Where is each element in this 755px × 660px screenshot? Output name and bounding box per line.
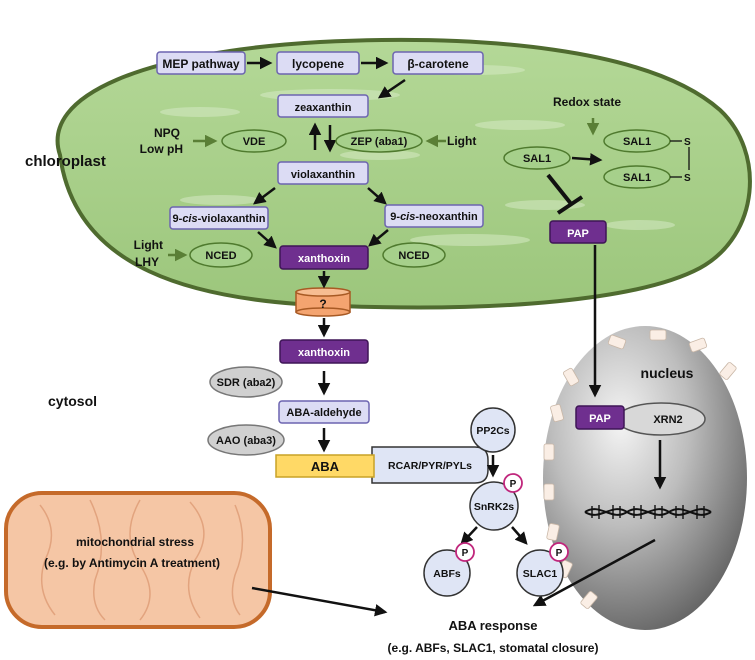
mitochondrion-organelle: [4, 491, 272, 629]
sal1-enzyme: SAL1: [503, 146, 571, 170]
sal1-bottom-enzyme: SAL1: [603, 165, 671, 189]
phospho-badge-slac1: P: [549, 542, 569, 562]
phospho-badge-snrk2s: P: [503, 473, 523, 493]
nucleus-label: nucleus: [641, 365, 694, 381]
cis-neoxanthin-box: 9-cis-neoxanthin: [384, 204, 484, 228]
arrow-cis-violax-to-xanthoxin: [257, 231, 277, 249]
svg-text:PAP: PAP: [589, 413, 611, 425]
arrow-violax-to-cis-neox: [367, 187, 387, 205]
mito-treatment-label: (e.g. by Antimycin A treatment): [44, 556, 220, 570]
svg-text:9-cis-violaxanthin: 9-cis-violaxanthin: [173, 213, 266, 225]
svg-text:SAL1: SAL1: [623, 172, 651, 184]
arrow-nucleus-to-response: [532, 538, 656, 607]
svg-text:violaxanthin: violaxanthin: [291, 169, 355, 181]
svg-text:P: P: [510, 479, 517, 490]
svg-text:PAP: PAP: [567, 228, 589, 240]
svg-text:PP2Cs: PP2Cs: [476, 425, 509, 437]
svg-text:SDR (aba2): SDR (aba2): [217, 377, 276, 389]
svg-text:P: P: [556, 548, 563, 559]
mep-pathway-box: MEP pathway: [156, 51, 246, 75]
svg-text:NCED: NCED: [205, 250, 236, 262]
svg-text:RCAR/PYR/PYLs: RCAR/PYR/PYLs: [388, 460, 472, 472]
svg-text:xanthoxin: xanthoxin: [298, 347, 350, 359]
xrn2-enzyme: XRN2: [616, 402, 706, 436]
svg-text:ABFs: ABFs: [433, 568, 461, 580]
svg-text:P: P: [462, 548, 469, 559]
svg-text:SLAC1: SLAC1: [523, 568, 558, 580]
sal1-top-enzyme: SAL1: [603, 129, 671, 153]
redox-state-label: Redox state: [553, 95, 621, 109]
violaxanthin-box: violaxanthin: [277, 161, 369, 185]
arrow-bcarotene-to-zeaxanthin: [377, 78, 406, 99]
sdr-enzyme: SDR (aba2): [209, 366, 283, 398]
arrow-snrk2s-to-slac1: [511, 526, 528, 545]
npq-label: NPQ: [154, 126, 180, 140]
xanthoxin-cytosol-box: xanthoxin: [279, 339, 369, 364]
inhibition-sal1-pap: [546, 173, 574, 207]
svg-text:XRN2: XRN2: [653, 414, 682, 426]
mito-stress-label: mitochondrial stress: [76, 535, 194, 549]
light-nced-label: Light: [134, 238, 163, 252]
slac1-node: SLAC1: [516, 549, 564, 597]
svg-text:SAL1: SAL1: [623, 136, 651, 148]
svg-text:9-cis-neoxanthin: 9-cis-neoxanthin: [390, 211, 478, 223]
arrow-cis-neox-to-xanthoxin: [368, 229, 389, 247]
aba-aldehyde-box: ABA-aldehyde: [278, 400, 370, 424]
aao-enzyme: AAO (aba3): [207, 424, 285, 456]
beta-carotene-box: β-carotene: [392, 51, 484, 75]
nced-enzyme-left: NCED: [189, 242, 253, 268]
arrow-violax-to-cis-violax: [253, 187, 276, 205]
zep-enzyme: ZEP (aba1): [335, 129, 423, 153]
svg-text:zeaxanthin: zeaxanthin: [295, 102, 352, 114]
svg-text:xanthoxin: xanthoxin: [298, 253, 350, 265]
nucleus-organelle: [543, 326, 747, 630]
aba-box: ABA: [275, 454, 375, 478]
lycopene-box: lycopene: [276, 51, 360, 75]
svg-text:SAL1: SAL1: [523, 153, 551, 165]
svg-text:SnRK2s: SnRK2s: [474, 501, 514, 513]
svg-text:S: S: [684, 137, 691, 148]
dna-helix-icon: [584, 505, 712, 519]
nced-enzyme-right: NCED: [382, 242, 446, 268]
abfs-node: ABFs: [423, 549, 471, 597]
svg-text:VDE: VDE: [243, 136, 266, 148]
vde-enzyme: VDE: [221, 129, 287, 153]
arrow-snrk2s-to-abfs: [460, 526, 478, 545]
pap-chloroplast-box: PAP: [549, 220, 607, 244]
phospho-badge-abfs: P: [455, 542, 475, 562]
cristae: [39, 499, 244, 621]
disulfide-bridge: S S: [670, 137, 691, 184]
svg-text:β-carotene: β-carotene: [407, 57, 469, 71]
svg-text:MEP pathway: MEP pathway: [162, 57, 239, 71]
arrow-sal1-oxidation: [571, 153, 603, 166]
svg-text:?: ?: [319, 297, 326, 311]
svg-text:AAO (aba3): AAO (aba3): [216, 435, 276, 447]
nuclear-pores: [543, 329, 737, 609]
arrow-mito-to-response: [251, 586, 388, 617]
pap-nucleus-box: PAP: [575, 405, 625, 430]
svg-text:lycopene: lycopene: [292, 57, 344, 71]
receptor-complex: RCAR/PYR/PYLs: [371, 446, 489, 484]
cis-violaxanthin-box: 9-cis-violaxanthin: [169, 206, 269, 230]
aba-response-detail: (e.g. ABFs, SLAC1, stomatal closure): [388, 641, 599, 655]
svg-text:NCED: NCED: [398, 250, 429, 262]
transporter-icon: ?: [295, 287, 351, 317]
svg-text:ABA: ABA: [311, 459, 340, 474]
aba-response-title: ABA response: [448, 618, 537, 633]
svg-text:S: S: [684, 173, 691, 184]
chloroplast-label: chloroplast: [25, 153, 106, 170]
light-zep-label: Light: [447, 134, 476, 148]
pp2cs-node: PP2Cs: [470, 407, 516, 453]
snrk2s-node: SnRK2s: [469, 481, 519, 531]
inhibition-bar: [556, 195, 584, 215]
svg-text:ZEP (aba1): ZEP (aba1): [351, 136, 408, 148]
zeaxanthin-box: zeaxanthin: [277, 94, 369, 118]
svg-text:ABA-aldehyde: ABA-aldehyde: [286, 407, 361, 419]
cytosol-label: cytosol: [48, 393, 97, 409]
low-ph-label: Low pH: [140, 142, 183, 156]
xanthoxin-chloroplast-box: xanthoxin: [279, 245, 369, 270]
lhy-label: LHY: [135, 255, 159, 269]
